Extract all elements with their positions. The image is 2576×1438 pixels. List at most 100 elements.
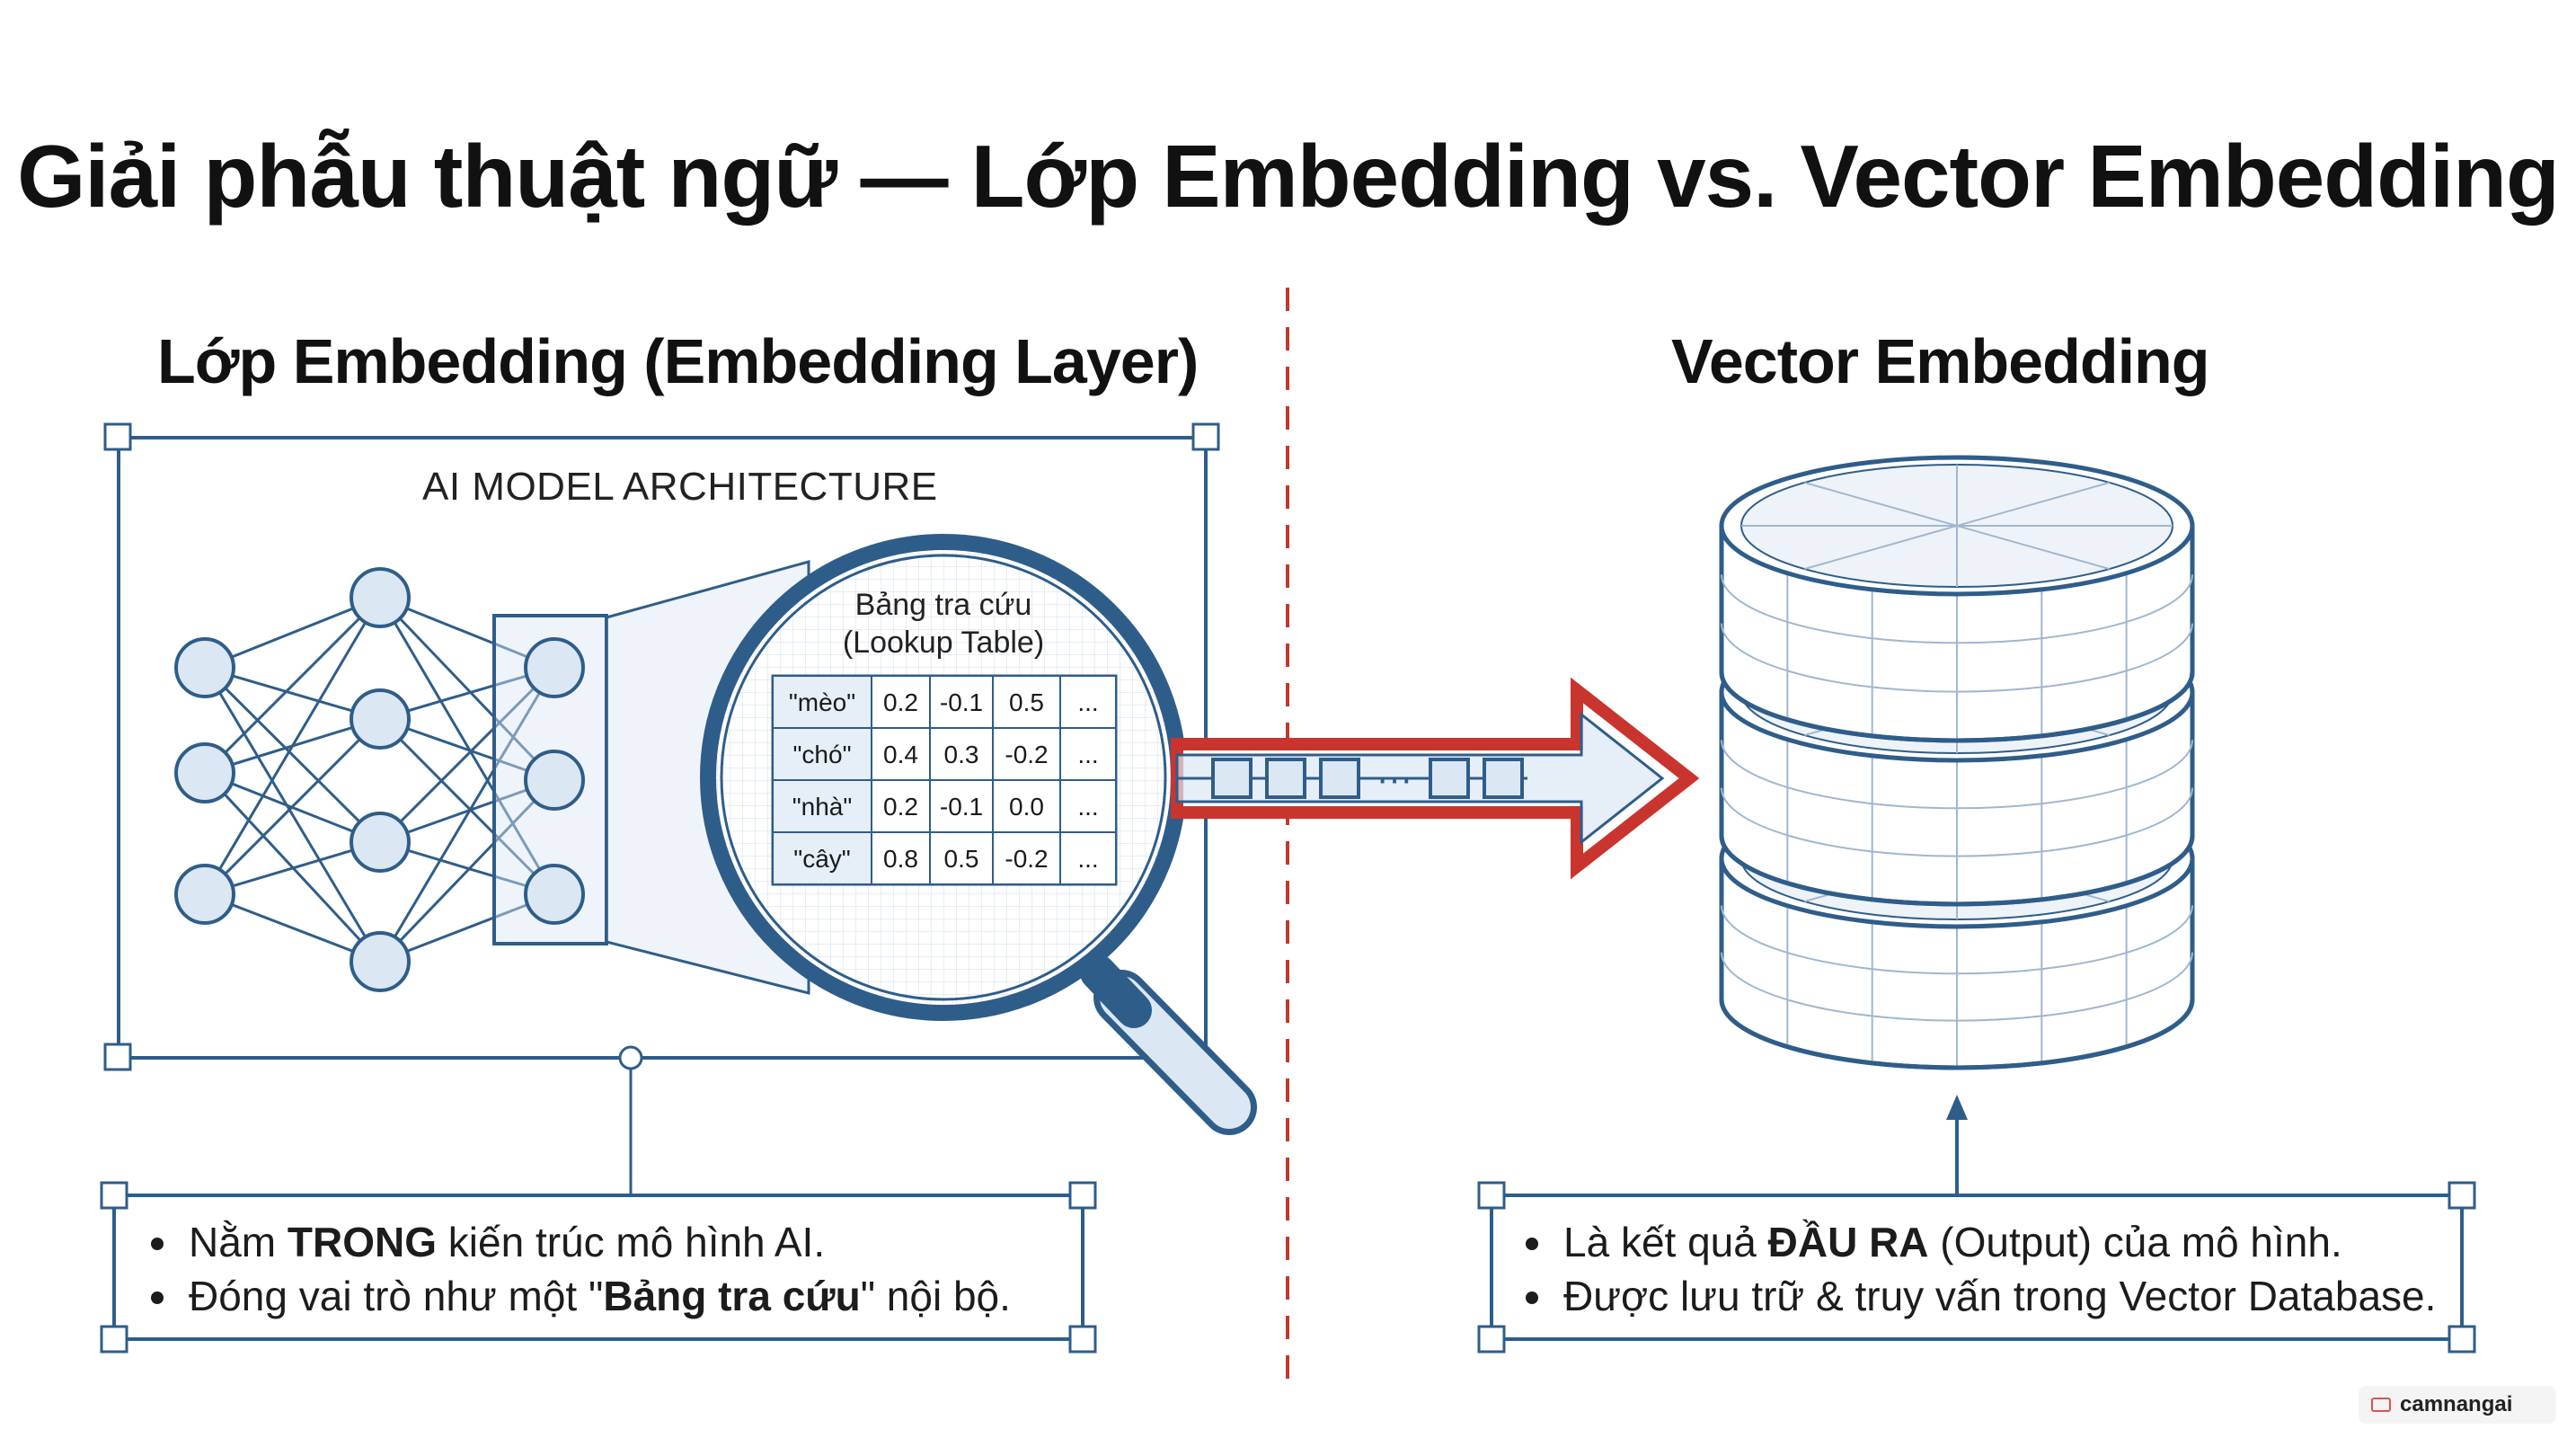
vector-embedding-notes: Là kết quả ĐẦU RA (Output) của mô hình. … — [1518, 1215, 2436, 1323]
nn-node — [524, 864, 585, 925]
lookup-cell — [772, 675, 872, 729]
lookup-value: ... — [1077, 741, 1098, 768]
nn-edge — [378, 667, 556, 963]
note-bold-text: Bảng tra cứu — [603, 1273, 861, 1319]
lookup-cell — [772, 779, 872, 833]
lookup-value: 0.8 — [883, 845, 918, 873]
note-bold-text: ĐẦU RA — [1767, 1219, 1929, 1265]
nn-edge — [203, 596, 382, 775]
nn-node — [524, 637, 585, 698]
note-text: (Output) của mô hình. — [1928, 1219, 2342, 1265]
nn-edge — [379, 717, 555, 782]
lookup-cell — [929, 779, 994, 833]
vector-embedding-heading: Vector Embedding — [1671, 326, 2210, 396]
lookup-cell — [929, 831, 994, 885]
vector-element — [1319, 758, 1360, 799]
nn-node — [350, 567, 411, 628]
lookup-table-caption: Bảng tra cứu (Lookup Table) — [782, 586, 1105, 661]
note-text: Nằm — [189, 1219, 288, 1265]
lookup-value: 0.5 — [1009, 688, 1044, 716]
nn-edge — [378, 666, 556, 844]
lookup-cell — [1059, 831, 1117, 885]
lookup-value: 0.0 — [1009, 793, 1044, 821]
vector-chain: ··· — [1177, 758, 1527, 799]
lookup-token: "mèo" — [789, 688, 855, 716]
embedding-layer-notes: Nằm TRONG kiến trúc mô hình AI. Đóng vai… — [144, 1215, 1011, 1323]
lookup-value: -0.1 — [940, 793, 983, 821]
vector-element — [1429, 758, 1470, 799]
note-item: Nằm TRONG kiến trúc mô hình AI. — [144, 1215, 1011, 1269]
watermark: camnangai — [2359, 1386, 2556, 1424]
nn-node — [524, 750, 585, 811]
vector-database-icon — [1719, 455, 2195, 1070]
book-icon — [2371, 1398, 2391, 1412]
lookup-value: -0.1 — [940, 688, 983, 716]
lookup-value: -0.2 — [1005, 845, 1048, 873]
database-disk — [1719, 455, 2195, 743]
lookup-value: 0.4 — [883, 741, 918, 768]
lookup-value: ... — [1077, 793, 1098, 821]
lookup-value: ... — [1077, 845, 1098, 873]
nn-node — [174, 864, 235, 925]
lookup-value: ... — [1077, 688, 1098, 716]
nn-edge — [203, 667, 382, 963]
note-bold-text: TRONG — [287, 1219, 438, 1265]
right-note-handles — [1477, 1181, 2476, 1354]
lookup-caption-line2: (Lookup Table) — [842, 626, 1045, 660]
left-note-handles — [100, 1181, 1097, 1354]
lookup-value: -0.2 — [1005, 741, 1048, 768]
architecture-label: AI MODEL ARCHITECTURE — [422, 465, 938, 509]
note-text: Được lưu trữ & truy vấn trong Vector Dat… — [1563, 1273, 2437, 1319]
nn-edge — [378, 597, 556, 895]
vector-element — [1483, 758, 1524, 799]
lookup-value: 0.3 — [944, 741, 979, 768]
nn-node — [350, 931, 411, 992]
lookup-cell — [871, 831, 931, 885]
note-item: Là kết quả ĐẦU RA (Output) của mô hình. — [1518, 1215, 2436, 1269]
note-text: " nội bộ. — [860, 1273, 1011, 1319]
lookup-caption-line1: Bảng tra cứu — [854, 588, 1032, 622]
note-item: Đóng vai trò như một "Bảng tra cứu" nội … — [144, 1269, 1011, 1323]
nn-node — [350, 688, 411, 750]
lookup-table: "mèo" 0.2 -0.1 0.5... "chó" 0.4 0.3 -0.2... "nhà… — [771, 674, 1118, 886]
nn-edge — [379, 892, 555, 963]
nn-edge — [378, 596, 556, 782]
nn-edge — [378, 717, 556, 896]
lookup-token: "cây" — [793, 845, 850, 873]
left-note-box — [112, 1194, 1084, 1341]
nn-node — [174, 637, 235, 698]
note-text: kiến trúc mô hình AI. — [437, 1219, 826, 1265]
nn-edge — [204, 892, 381, 963]
right-connector-arrow — [1946, 1095, 1968, 1195]
nn-node — [350, 812, 411, 873]
nn-node — [174, 742, 235, 803]
vector-element — [1265, 758, 1306, 799]
lookup-cell — [1059, 675, 1117, 729]
magnifier-handle — [1080, 954, 1257, 1135]
vector-element — [1211, 758, 1253, 799]
lookup-token: "chó" — [792, 741, 851, 768]
embedding-layer-heading: Lớp Embedding (Embedding Layer) — [157, 326, 1199, 396]
neural-network-nodes — [174, 567, 585, 992]
lookup-cell — [1059, 727, 1117, 781]
nn-edge — [203, 666, 382, 844]
frame-corner-handles — [103, 422, 1220, 1071]
note-item: Được lưu trữ & truy vấn trong Vector Dat… — [1518, 1269, 2436, 1323]
page-title: Giải phẫu thuật ngữ — Lớp Embedding vs. … — [17, 127, 2560, 226]
nn-edge — [203, 597, 382, 895]
vector-ellipsis: ··· — [1377, 759, 1412, 799]
note-text: Đóng vai trò như một " — [189, 1273, 604, 1319]
nn-edge — [379, 596, 555, 670]
lookup-value: 0.2 — [883, 793, 918, 821]
nn-edge — [203, 717, 382, 896]
note-text: Là kết quả — [1563, 1219, 1768, 1265]
watermark-text: camnangai — [2400, 1392, 2513, 1416]
lookup-value: 0.2 — [883, 688, 918, 716]
right-note-box — [1490, 1194, 2464, 1341]
nn-edge — [204, 596, 381, 670]
nn-edge — [379, 778, 555, 844]
left-connector — [618, 1045, 643, 1195]
lookup-token: "nhà" — [792, 793, 853, 821]
